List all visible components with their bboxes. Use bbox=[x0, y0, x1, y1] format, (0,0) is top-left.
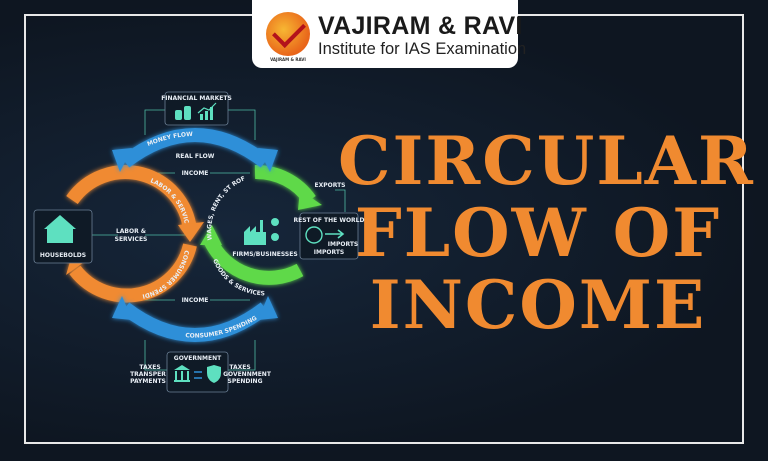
arrow-head bbox=[178, 222, 204, 242]
coins-icon bbox=[175, 106, 191, 120]
real-flow-label: REAL FLOW bbox=[176, 153, 215, 160]
blue-money-flow-arcs bbox=[112, 128, 278, 342]
transfer-label-1: TRANSPER bbox=[130, 371, 166, 378]
bank-building-icon bbox=[174, 365, 190, 382]
arrow-head bbox=[298, 190, 322, 210]
house-family-icon bbox=[44, 215, 76, 243]
households-box: HOUSEBOLDS bbox=[33, 209, 93, 264]
income-bottom-label: INCOME bbox=[182, 297, 209, 304]
logo-banner: VAJIRAM & RAVI VAJIRAM & RAVI Institute … bbox=[252, 0, 526, 68]
svg-text:CONSUMER SPENDING: CONSUMER SPENDING bbox=[0, 0, 190, 299]
exports-label: EXPORTS bbox=[315, 182, 346, 189]
logo-tagline: Institute for IAS Examination bbox=[318, 40, 527, 58]
consumer-spending-arc-label: CONSUMER SPENDING bbox=[0, 0, 190, 299]
factory-gears-icon bbox=[244, 218, 279, 245]
gov-spending-label-1: GOVENNMENT bbox=[223, 371, 272, 378]
labor-center-label-1: LABOR & bbox=[116, 228, 146, 235]
transfer-label-2: PAYMENTS bbox=[130, 378, 166, 385]
gov-spending-label-2: SPENDING bbox=[228, 378, 263, 385]
households-label: HOUSEBOLDS bbox=[40, 252, 86, 259]
taxes-left-label: TAXES bbox=[139, 364, 160, 371]
government-label: GOVERNMENT bbox=[174, 355, 222, 362]
globe-icon bbox=[305, 226, 323, 244]
title-line-2: FLOW OF bbox=[354, 194, 722, 272]
arrow-head bbox=[200, 225, 222, 245]
government-box: GOVERNMENT bbox=[166, 351, 229, 393]
firms-label: FIRMS/BUSINESSES bbox=[232, 251, 297, 258]
rest-of-world-box: REST OF THE WORLD IMPORTS IMPORTS bbox=[294, 212, 365, 260]
shield-icon bbox=[207, 365, 221, 383]
taxes-right-label: TAXES bbox=[229, 364, 250, 371]
financial-markets-box: FINANCIAL MARKETS bbox=[161, 91, 232, 126]
rest-of-world-label: REST OF THE WORLD bbox=[294, 217, 365, 224]
green-firms-ring bbox=[200, 165, 322, 285]
chart-growth-icon bbox=[197, 102, 217, 120]
row-imports-label-2: IMPORTS bbox=[314, 249, 344, 256]
logo-emblem-icon bbox=[266, 12, 310, 56]
logo-badge-text: VAJIRAM & RAVI bbox=[270, 57, 306, 62]
logo-name: VAJIRAM & RAVI bbox=[318, 12, 523, 40]
firms-node: FIRMS/BUSINESSES bbox=[232, 218, 298, 258]
labor-center-label-2: SERVICES bbox=[115, 236, 148, 243]
row-imports-label-1: IMPORTS bbox=[328, 241, 358, 248]
title-line-1: CIRCULAR bbox=[338, 122, 755, 200]
income-top-label: INCOME bbox=[182, 170, 209, 177]
financial-markets-label: FINANCIAL MARKETS bbox=[161, 95, 232, 102]
exchange-arrows-icon bbox=[194, 371, 202, 379]
title-line-3: INCOME bbox=[369, 266, 707, 344]
arrow-right-icon bbox=[325, 229, 345, 239]
